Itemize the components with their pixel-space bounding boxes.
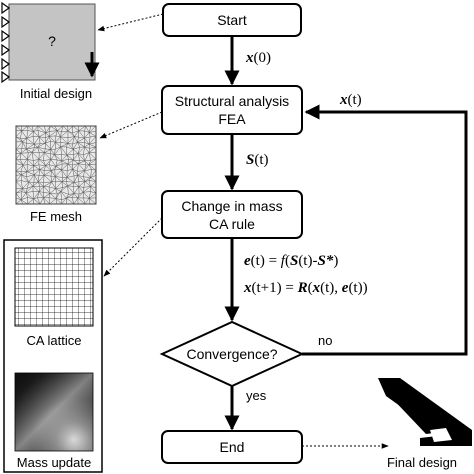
initial-design-image: ? (1, 1, 100, 84)
analysis-label-line2: FEA (218, 111, 246, 127)
convergence-diamond: Convergence? (159, 320, 305, 388)
label-yes: yes (246, 388, 267, 403)
ca-panel-frame (3, 239, 103, 473)
start-box: Start (162, 3, 302, 37)
structural-analysis-box: Structural analysis FEA (161, 85, 303, 135)
dotted-change-to-lattice (103, 217, 163, 277)
support-triangles (1, 1, 11, 84)
feedback-loop-arrow (302, 104, 468, 356)
fe-mesh-image (15, 125, 97, 205)
equation-update: x(t+1) = R(x(t), e(t)) (243, 280, 368, 296)
analysis-label-line1: Structural analysis (175, 93, 289, 109)
start-label: Start (217, 12, 247, 28)
label-x0: x(0) (245, 50, 271, 66)
mesh-lines (15, 125, 97, 205)
end-label: End (220, 439, 245, 455)
caption-ca-lattice: CA lattice (27, 333, 82, 348)
caption-final-design: Final design (387, 455, 457, 470)
change-label-line2: CA rule (209, 216, 255, 232)
final-design-image (378, 378, 472, 446)
label-st: S(t) (246, 152, 269, 168)
caption-initial-design: Initial design (20, 86, 92, 101)
unknown-design-mark: ? (48, 33, 56, 49)
caption-mass-update: Mass update (17, 455, 91, 470)
convergence-label: Convergence? (186, 346, 277, 362)
ca-lattice-image (14, 247, 94, 327)
label-no: no (318, 333, 332, 348)
change-in-mass-box: Change in mass CA rule (161, 190, 303, 239)
label-xt: x(t) (339, 92, 362, 108)
dotted-start-to-initial (97, 13, 164, 32)
dotted-analysis-to-mesh (99, 111, 163, 139)
end-box: End (161, 430, 303, 464)
equation-error: e(t) = f(S(t)-S*) (244, 253, 338, 269)
change-label-line1: Change in mass (181, 198, 282, 214)
caption-fe-mesh: FE mesh (30, 209, 82, 224)
mass-update-image (14, 372, 94, 452)
